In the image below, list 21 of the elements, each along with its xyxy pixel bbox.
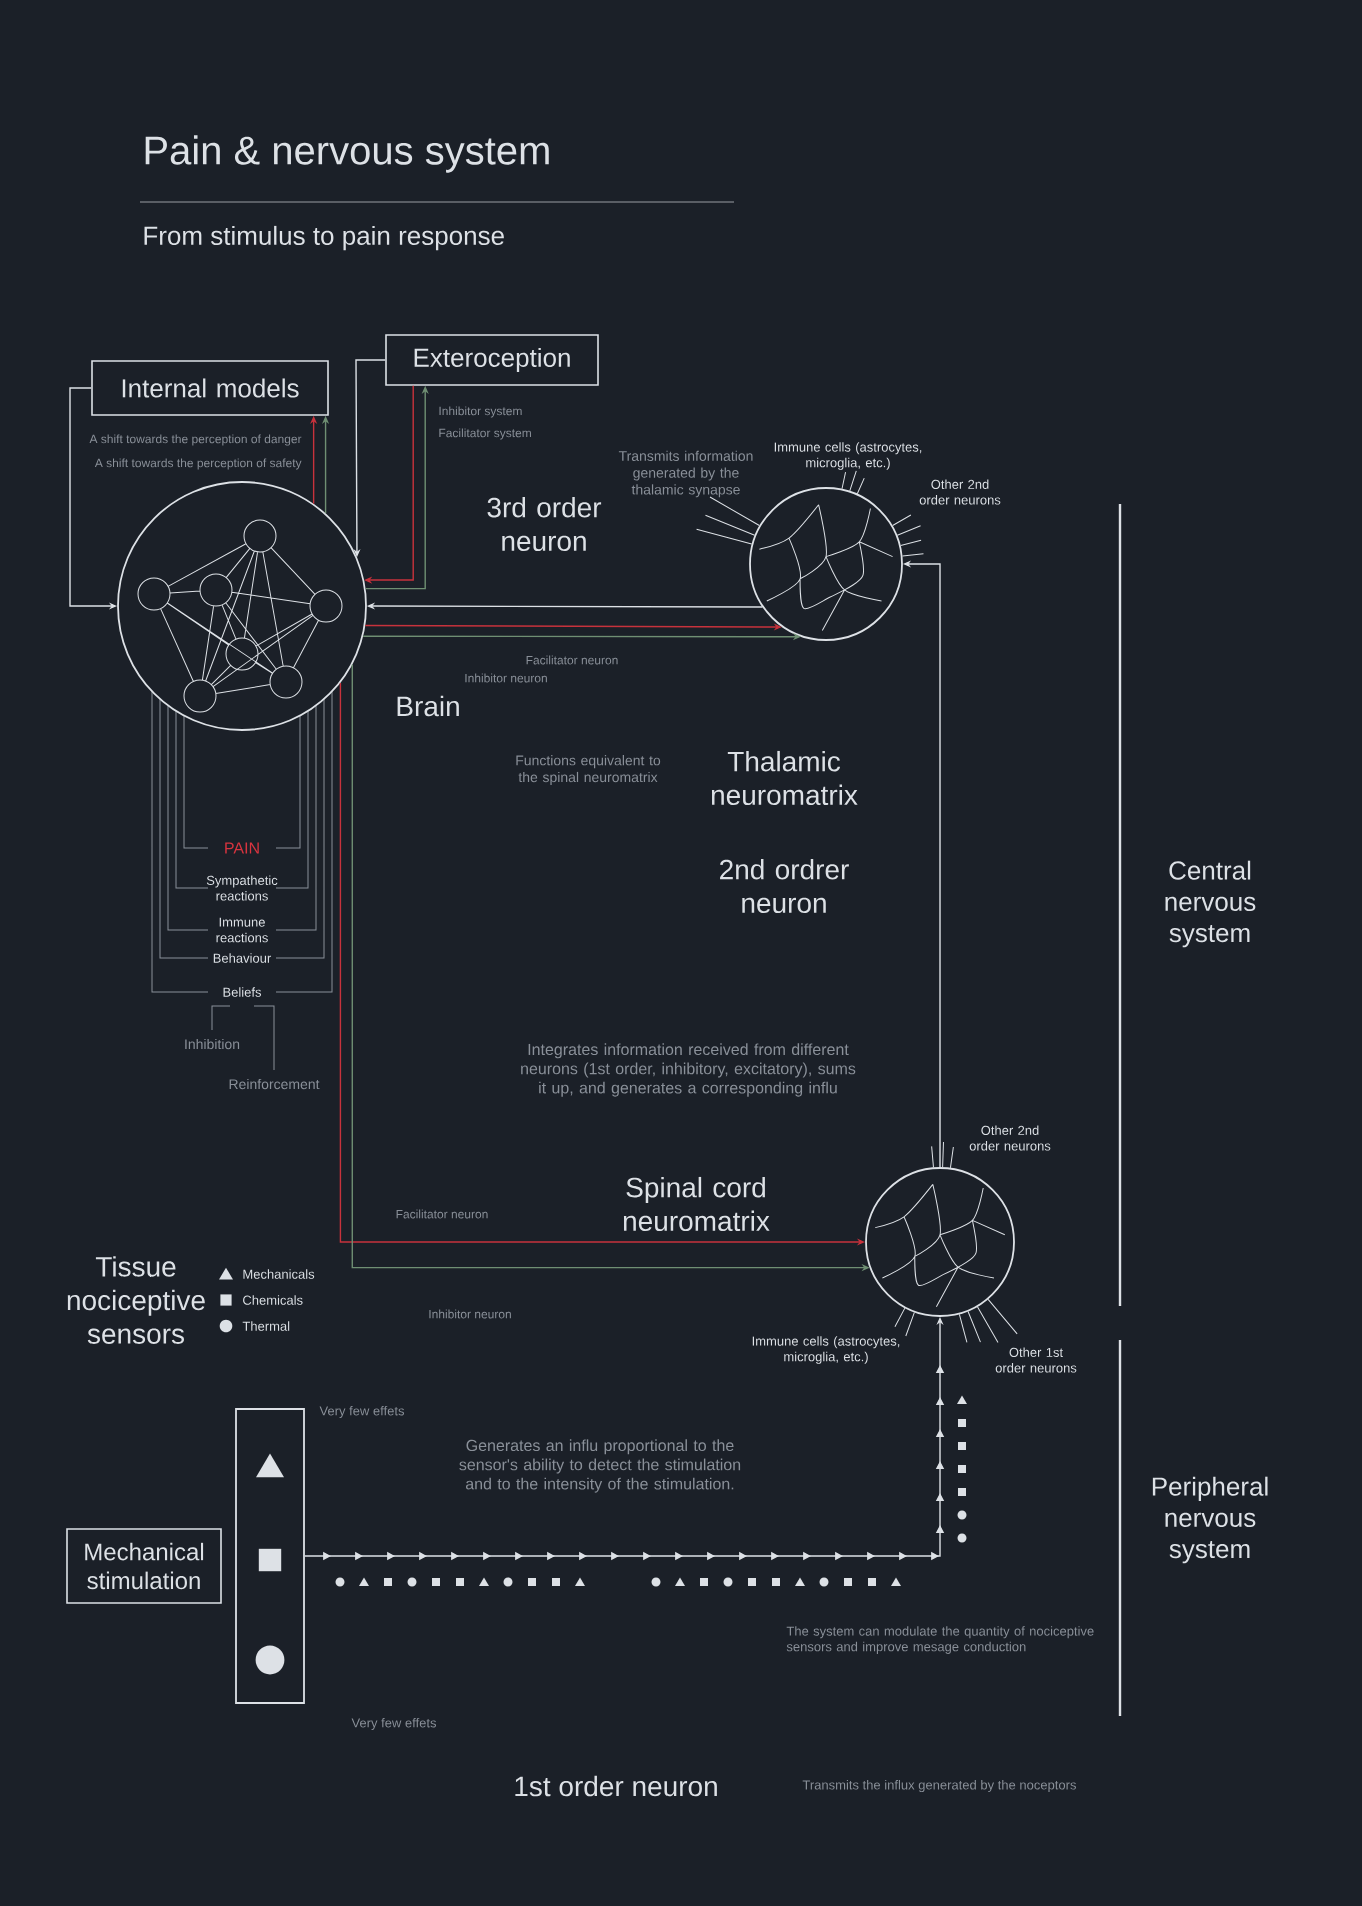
node-caption: Spinal cord neuromatrix (623, 1176, 770, 1232)
circle (749, 487, 903, 641)
note: Generates an influ proportional to the sensor's ability to detect the stimulation and to the intensity of the stimulation. (459, 1439, 741, 1493)
circle (117, 481, 367, 731)
circle (865, 1167, 1015, 1317)
sensor-heading: Tissue nociceptive sensors (67, 1256, 205, 1344)
sensor-bar (235, 1408, 305, 1704)
node-caption: Thalamic neuromatrix (711, 750, 858, 806)
edge-label: 2nd ordrer neuron (720, 858, 849, 914)
title: Pain & nervous system (145, 135, 549, 173)
pain-label: PAIN (225, 842, 259, 854)
edge-label: 3rd order neuron (487, 496, 602, 552)
subtitle: From stimulus to pain response (144, 225, 504, 251)
label-box: Exteroception (385, 334, 599, 386)
node-caption: Brain (397, 695, 459, 717)
system-label: Central nervous system (1165, 860, 1256, 948)
label-box: Internal models (91, 360, 329, 416)
note: Integrates information received from different neurons (1st order, inhibitory, excitatory), sums it up, and generates a corresponding influ (521, 1043, 856, 1097)
neuron-label: 1st order neuron (515, 1775, 717, 1797)
label-box: Mechanical stimulation (66, 1528, 222, 1604)
system-label: Peripheral nervous system (1152, 1476, 1268, 1564)
